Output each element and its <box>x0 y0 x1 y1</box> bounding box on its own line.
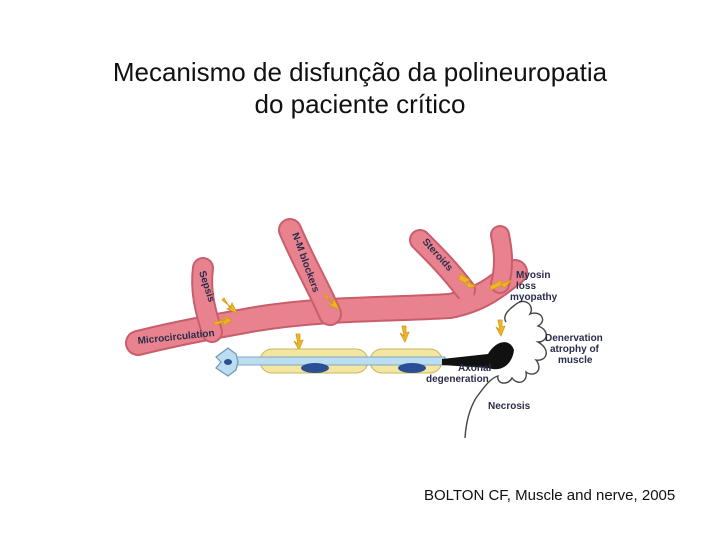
label-denervation-2: atrophy of <box>550 344 600 355</box>
label-axonal-1: Axonal <box>458 363 492 374</box>
slide-title: Mecanismo de disfunção da polineuropatia… <box>60 56 660 120</box>
schwann-nucleus-1 <box>301 363 329 373</box>
arrow-microcirculation <box>213 315 233 327</box>
arrow-nm-blockers-1 <box>323 293 340 310</box>
nerve-fiber <box>215 342 514 377</box>
axon-terminal <box>442 342 514 370</box>
blood-vessel <box>125 218 528 356</box>
title-line-1: Mecanismo de disfunção da polineuropatia <box>112 57 608 87</box>
arrow-myosin <box>489 279 513 291</box>
label-denervation-1: Denervation <box>545 333 603 344</box>
arrow-nm-blockers-2 <box>293 333 304 351</box>
label-myosin-1: Myosin <box>516 270 550 281</box>
arrow-steroids-2 <box>458 273 478 289</box>
effect-arrows <box>213 273 513 351</box>
arrow-lower <box>495 319 506 337</box>
label-necrosis: Necrosis <box>488 401 531 412</box>
mechanism-diagram: Microcirculation Sepsis N-M blockers Ste… <box>120 210 620 445</box>
label-denervation-3: muscle <box>558 355 593 366</box>
title-line-2: do paciente crítico <box>254 89 466 119</box>
label-myosin-2: loss <box>516 281 536 292</box>
label-axonal-2: degeneration <box>426 374 489 385</box>
citation: BOLTON CF, Muscle and nerve, 2005 <box>424 487 676 504</box>
mechanism-diagram-svg: Microcirculation Sepsis N-M blockers Ste… <box>125 218 603 439</box>
label-myosin-3: myopathy <box>510 292 558 303</box>
muscle-fiber <box>464 300 547 439</box>
schwann-nucleus-2 <box>398 363 426 373</box>
arrow-steroids-1 <box>399 325 410 343</box>
arrow-sepsis <box>221 297 238 314</box>
